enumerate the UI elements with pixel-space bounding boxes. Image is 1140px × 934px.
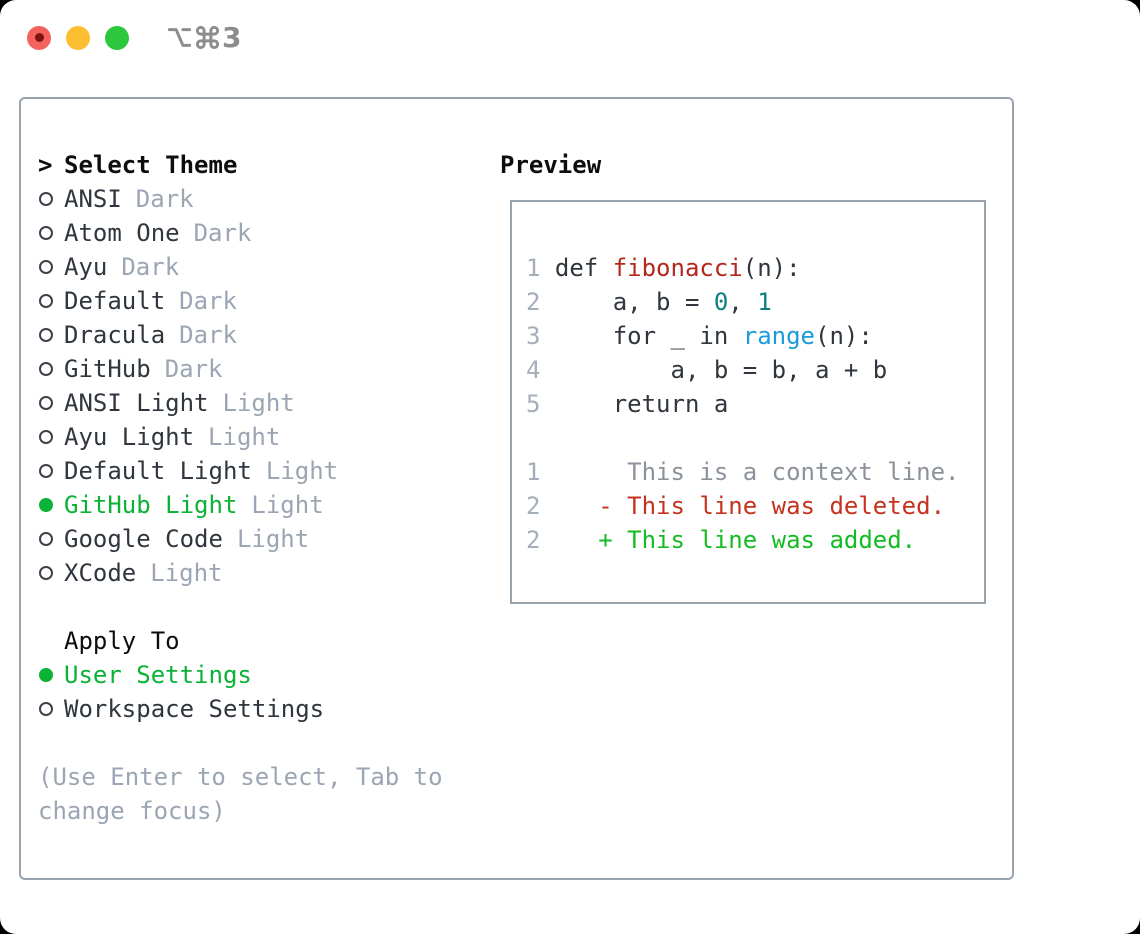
option-label: User Settings <box>64 661 252 689</box>
radio-icon <box>38 294 64 308</box>
apply-option-workspace-settings[interactable]: Workspace Settings <box>38 692 468 726</box>
option-label: Atom One <box>64 219 180 247</box>
shortcut-number: 3 <box>222 20 242 54</box>
apply-to-title: Apply To <box>64 627 180 655</box>
option-label: GitHub <box>64 355 151 383</box>
theme-option-default-light[interactable]: Default Light Light <box>38 454 468 488</box>
radio-icon <box>38 192 64 206</box>
option-key-icon <box>167 28 192 47</box>
theme-variant-tag: Light <box>265 457 339 485</box>
radio-icon <box>38 362 64 376</box>
theme-option-ayu-light[interactable]: Ayu Light Light <box>38 420 468 454</box>
radio-icon <box>38 328 64 342</box>
code-line: 2 + This line was added. <box>526 526 917 554</box>
apply-to-header: Apply To <box>38 624 468 658</box>
select-theme-title: Select Theme <box>64 151 238 179</box>
theme-option-dracula[interactable]: Dracula Dark <box>38 318 468 352</box>
theme-option-google-code[interactable]: Google Code Light <box>38 522 468 556</box>
theme-option-default[interactable]: Default Dark <box>38 284 468 318</box>
radio-selected-icon <box>38 668 64 682</box>
prompt-caret-icon: > <box>38 151 53 179</box>
theme-variant-tag: Light <box>150 559 223 587</box>
code-line: 3 for _ in range(n): <box>526 322 873 350</box>
option-label: Google Code <box>64 525 223 553</box>
preview-title: Preview <box>500 151 602 179</box>
option-label: Workspace Settings <box>64 695 325 723</box>
hint-text: (Use Enter to select, Tab to change focu… <box>38 763 443 825</box>
option-label: XCode <box>64 559 137 587</box>
theme-variant-tag: Dark <box>179 287 237 315</box>
window-title: 3 <box>166 20 242 54</box>
section-gap <box>38 590 468 624</box>
code-line: 5 return a <box>526 390 729 418</box>
theme-option-ansi-light[interactable]: ANSI Light Light <box>38 386 468 420</box>
select-theme-header: > Select Theme <box>38 148 468 182</box>
theme-option-github-light[interactable]: GitHub Light Light <box>38 488 468 522</box>
theme-variant-tag: Dark <box>193 219 252 247</box>
theme-option-atom-one[interactable]: Atom One Dark <box>38 216 468 250</box>
theme-variant-tag: Light <box>251 491 324 519</box>
apply-option-user-settings[interactable]: User Settings <box>38 658 468 692</box>
code-line: 4 a, b = b, a + b <box>526 356 888 384</box>
radio-icon <box>38 430 64 444</box>
section-gap <box>38 726 468 760</box>
radio-icon <box>38 566 64 580</box>
theme-variant-tag: Dark <box>164 355 223 383</box>
theme-variant-tag: Light <box>222 389 295 417</box>
radio-icon <box>38 396 64 410</box>
theme-option-github[interactable]: GitHub Dark <box>38 352 468 386</box>
close-dot-icon <box>34 33 44 42</box>
option-label: Default <box>64 287 166 315</box>
code-line: 1 def fibonacci(n): <box>526 254 801 282</box>
theme-variant-tag: Dark <box>179 321 237 349</box>
code-line: 2 - This line was deleted. <box>526 492 946 520</box>
code-line <box>526 421 984 455</box>
option-label: Ayu <box>64 253 108 281</box>
code-line: 2 a, b = 0, 1 <box>526 288 772 316</box>
theme-option-ansi[interactable]: ANSI Dark <box>38 182 468 216</box>
radio-icon <box>38 226 64 240</box>
code-preview: 1 def fibonacci(n): 2 a, b = 0, 1 3 for _ … <box>510 200 986 604</box>
radio-icon <box>38 464 64 478</box>
theme-variant-tag: Light <box>236 525 310 553</box>
radio-icon <box>38 532 64 546</box>
option-label: Default Light <box>64 457 252 485</box>
radio-icon <box>38 260 64 274</box>
theme-option-ayu[interactable]: Ayu Dark <box>38 250 468 284</box>
theme-variant-tag: Dark <box>121 253 180 281</box>
theme-variant-tag: Dark <box>135 185 194 213</box>
radio-icon <box>38 702 64 716</box>
close-button[interactable] <box>27 25 51 50</box>
option-label: Dracula <box>64 321 166 349</box>
zoom-button[interactable] <box>105 25 129 50</box>
titlebar: 3 <box>27 20 242 54</box>
minimize-button[interactable] <box>66 25 90 50</box>
code-line: 1 This is a context line. <box>526 458 960 486</box>
option-label: ANSI Light <box>64 389 209 417</box>
option-label: Ayu Light <box>64 423 195 451</box>
theme-option-xcode[interactable]: XCode Light <box>38 556 468 590</box>
radio-selected-icon <box>38 498 64 512</box>
theme-variant-tag: Light <box>208 423 281 451</box>
option-label: GitHub Light <box>64 491 238 519</box>
command-key-icon <box>195 25 220 50</box>
option-label: ANSI <box>64 185 122 213</box>
